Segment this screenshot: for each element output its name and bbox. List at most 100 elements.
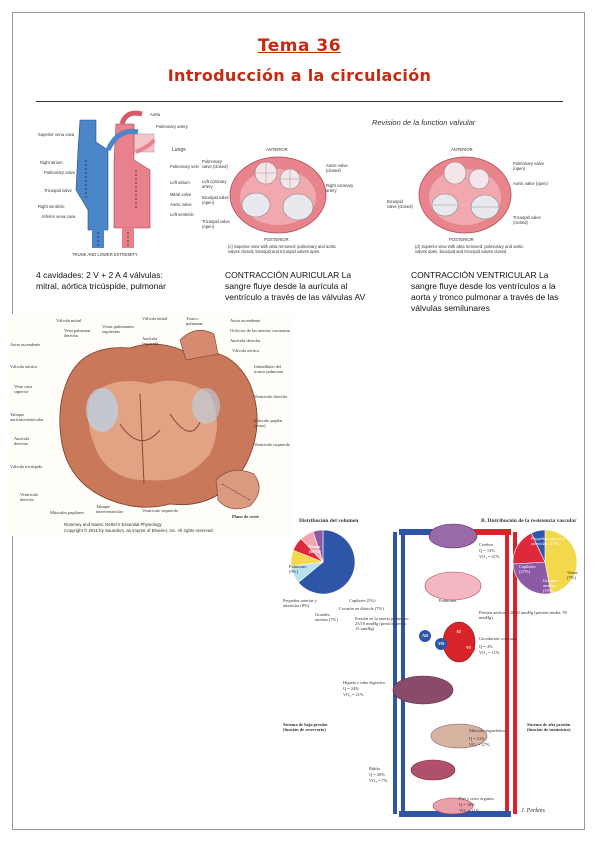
label-inferior-vena-cava: Inferior vena cava (42, 214, 76, 219)
valves-d-figure: ANTERIOR POSTERIOR Bicuspid valve (close… (385, 145, 555, 260)
valves-d-posterior: POSTERIOR (449, 237, 474, 242)
netter-label-aorta-ascendente-left: Aorta ascendente (10, 342, 41, 347)
valves-c-posterior: POSTERIOR (264, 237, 289, 242)
organ-pulmones-name: Pulmones (439, 598, 457, 603)
valves-d-pulmonary-open: Pulmonary valve (open) (513, 161, 544, 171)
low-pressure-label: Sistema de baja presión (función de rese… (283, 722, 328, 732)
netter-label-auricula-izquierda: Aurícula izquierda (142, 336, 159, 346)
organ-musculo-name: Músculo esquelético (469, 728, 506, 733)
label-pulmonary-valve: Pulmonary valve (44, 170, 75, 175)
pie-a-slice-5 (312, 529, 324, 563)
label-trunk-lower-extremity: TRUNK AND LOWER EXTREMITY (72, 252, 138, 257)
pie-b-label-pequenas-arterias: Pequeñas arterias y arteriolas (47%) (531, 536, 565, 546)
pie-b-slice-3 (530, 529, 546, 563)
valves-c-drawing (229, 156, 327, 234)
organ-piel-q: Q = 18% (459, 802, 475, 807)
organ-coronaria-vo2: VO₂ = 11% (479, 650, 500, 655)
netter-label-auricula-derecha-left: Aurícula derecha (14, 436, 30, 446)
netter-label-musculos-papilares: Músculos papilares (50, 510, 85, 515)
label-pulmonary-artery: Pulmonary artery (156, 124, 188, 129)
heart-schematic-drawing (75, 110, 156, 248)
label-lungs: Lungs (172, 147, 186, 153)
valves-d-drawing (418, 156, 512, 234)
organ-cerebro-name: Cerebro (479, 542, 494, 547)
valves-d-aortic-open: Aortic valve (open) (513, 181, 548, 186)
circulation-figure: Distribución del volumen B. Distribución… (283, 514, 583, 826)
pie-a-label-pulmones: Pulmones (9%) (289, 564, 307, 574)
organ-beds (392, 523, 488, 815)
label-left-ventricle: Left ventricle (170, 212, 194, 217)
netter-label-tabique-interventricular: Tabique interventricular (96, 504, 124, 514)
pie-volume-distribution (290, 529, 356, 595)
valves-c-bicuspid-open: Bicuspid valve (open) (202, 195, 229, 205)
signature: J. Perkins (521, 808, 545, 814)
chamber-vd: VD (438, 641, 445, 646)
label-tricuspid-valve: Tricuspid valve (44, 188, 72, 193)
caption-cavidades: 4 cavidades: 2 V + 2 A 4 válvulas: mitra… (36, 270, 166, 291)
pie-b-slice-0 (544, 529, 578, 594)
organ-coronaria-name: Circulación coronaria (479, 636, 518, 641)
netter-label-valvula-tricuspide: Válvula tricúspide (10, 464, 43, 469)
netter-credit-2: Copyright © 2011 by Saunders, an imprint… (64, 528, 214, 533)
valves-d-anterior: ANTERIOR (451, 147, 473, 152)
netter-heart-figure: Aorta ascendente Válvula aórtica Vena ca… (10, 314, 292, 536)
page-subtitle: Introducción a la circulación (167, 66, 432, 85)
organ-musculo-q: Q = 21% (469, 736, 485, 741)
valves-c-figure: ANTERIOR POSTERIOR Pulmonary valve (clos… (200, 145, 365, 260)
pie-a-label-grandes-arterias: Grandes arterias (7%) (315, 612, 338, 622)
chamber-vi: VI (466, 645, 471, 650)
valves-c-left-coronary: Left coronary artery (202, 179, 227, 189)
organ-cerebro-q: Q = 13% (479, 548, 495, 553)
heart-schematic-figure: Superior vena cava Right atrium Pulmonar… (38, 110, 208, 260)
chamber-ad: AD (422, 633, 429, 638)
organ-piel-vo2: VO₂ = 11% (459, 808, 480, 813)
pie-a-label-corazon: Corazón en diástole (7%) (339, 606, 384, 611)
netter-label-aorta-ascendente-right: Aorta ascendente (230, 318, 261, 323)
valves-c-aortic-closed: Aortic valve (closed) (326, 163, 348, 173)
netter-label-ventriculo-derecho-right: Ventrículo derecho (254, 394, 288, 399)
label-pulmonary-vein: Pulmonary vein (170, 164, 199, 169)
valves-d-caption: (d) Superior view with atria removed: pu… (415, 244, 524, 254)
organ-higado-name: Hígado y tubo digestivo (343, 680, 386, 685)
high-pressure-label: Sistema de alta presión (función de sumi… (527, 722, 571, 732)
organ-coronaria-q: Q = 4% (479, 644, 493, 649)
circulation-drawing (290, 523, 578, 817)
page-title: Tema 36 (257, 36, 342, 56)
organ-rinon-vo2: VO₂ = 7% (369, 778, 388, 783)
netter-label-infundibulo: Infundíbulo del tronco pulmonar (254, 364, 284, 374)
pie-b-label-capilares: Capilares (27%) (519, 564, 536, 574)
netter-label-vena-pulmonar-derecha: Vena pulmonar derecha (64, 328, 91, 338)
label-right-atrium: Right atrium (40, 160, 63, 165)
netter-label-auricula-derecha-right: Aurícula derecha (230, 338, 261, 343)
organ-piel-name: Piel y otros órganos (459, 796, 494, 801)
valves-d-tricuspid-closed: Tricuspid valve (closed) (513, 215, 541, 225)
valves-c-tricuspid-open: Tricuspid valve (open) (202, 219, 230, 229)
netter-label-ventriculo-izquierdo-right: Ventrículo izquierdo (254, 442, 290, 447)
divider (36, 101, 563, 102)
pressure-pulmonary: Presión en la arteria pulmonar: 25/10 mm… (355, 616, 410, 631)
organ-higado-q: Q = 24% (343, 686, 359, 691)
pie-a-slice-0 (297, 529, 356, 595)
netter-label-orificios-coronarias: Orificios de las arterias coronarias (230, 328, 291, 333)
netter-label-valvula-mitral-1: Válvula mitral (56, 318, 82, 323)
pie-a-label-venas: Venas (64%) (309, 544, 321, 554)
valve-review-note: Revision de la function valvular (372, 118, 476, 127)
label-superior-vena-cava: Superior vena cava (38, 132, 75, 137)
valves-c-right-coronary: Right coronary artery (326, 183, 354, 193)
valves-c-caption: (c) Superior view with atria removed: pu… (228, 244, 337, 254)
label-right-ventricle: Right ventricle (38, 204, 65, 209)
netter-label-valvula-mitral-2: Válvula mitral (142, 316, 168, 321)
label-aorta: Aorta (150, 112, 161, 117)
caption-contraccion-auricular: CONTRACCIÓN AURICULAR La sangre fluye de… (225, 270, 366, 302)
netter-label-valvula-aortica-right: Válvula aórtica (232, 348, 259, 353)
pie-a-title: Distribución del volumen (299, 518, 359, 524)
organ-higado-vo2: VO₂ = 21% (343, 692, 364, 697)
netter-label-plano-de-corte: Plano de corte (232, 514, 259, 519)
pie-a-label-capilares: Capilares (5%) (349, 598, 376, 603)
label-aortic-valve: Aortic valve (170, 202, 192, 207)
netter-label-ventriculo-izquierdo-bottom: Ventrículo izquierdo (142, 508, 178, 513)
pie-b-label-venas: Venas (7%) (567, 570, 578, 580)
netter-heart-drawing (10, 314, 292, 536)
pie-b-slice-2 (512, 532, 546, 565)
organ-musculo-vo2: VO₂ = 27% (469, 742, 490, 747)
